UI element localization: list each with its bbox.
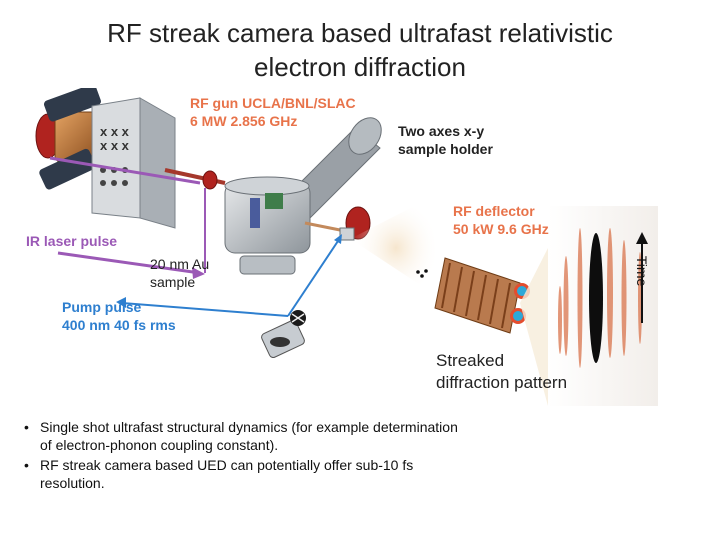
- pump-beam-left: [121, 302, 289, 317]
- beam-bellow: [339, 227, 355, 241]
- sample-holder-label-line-1: Two axes x-y: [398, 123, 485, 139]
- bullet-marker: •: [24, 457, 29, 473]
- sample-label-line-1: 20 nm Au: [150, 256, 210, 272]
- bullet-text-1: Single shot ultrafast structural dynamic…: [40, 419, 458, 453]
- rf-deflector: [434, 257, 530, 334]
- bullet-text-2: RF streak camera based UED can potential…: [40, 457, 414, 491]
- rf-gun-label-line-1: RF gun UCLA/BNL/SLAC: [190, 95, 356, 111]
- streak-fan: [520, 248, 548, 406]
- sample-label-line-2: sample: [150, 274, 196, 290]
- gun-flange: [202, 170, 218, 190]
- ir-arrow-head: [192, 267, 205, 279]
- streaked-pattern-label: Streaked diffraction pattern: [436, 350, 567, 394]
- rf-deflector-label-line-1: RF deflector: [453, 203, 535, 219]
- diffraction-spots: [416, 269, 428, 278]
- pump-pulse-label-line-1: Pump pulse: [62, 299, 142, 315]
- ir-laser-label: IR laser pulse: [26, 233, 118, 249]
- title-line-1: RF streak camera based ultrafast relativ…: [107, 18, 613, 48]
- svg-text:x x x: x x x: [100, 138, 130, 153]
- pump-beam-up: [287, 237, 341, 317]
- pump-pulse-label-line-2: 400 nm 40 fs rms: [62, 317, 176, 333]
- pump-pulse-label: Pump pulse 400 nm 40 fs rms: [62, 298, 176, 334]
- rotating-optic: [290, 310, 306, 326]
- rf-deflector-label: RF deflector 50 kW 9.6 GHz: [453, 202, 549, 238]
- ir-beam-to-sample: [57, 251, 201, 275]
- bullet-item-1: • Single shot ultrafast structural dynam…: [24, 418, 464, 454]
- bullet-marker: •: [24, 419, 29, 435]
- sample-holder-label: Two axes x-y sample holder: [398, 122, 493, 158]
- rf-gun-label-line-2: 6 MW 2.856 GHz: [190, 113, 298, 129]
- rf-gun-label: RF gun UCLA/BNL/SLAC 6 MW 2.856 GHz: [190, 94, 356, 130]
- slide-title: RF streak camera based ultrafast relativ…: [0, 16, 720, 84]
- rf-deflector-label-line-2: 50 kW 9.6 GHz: [453, 221, 549, 237]
- sample-label: 20 nm Au sample: [150, 255, 209, 291]
- sample-chamber: [224, 117, 382, 275]
- bullet-item-2: • RF streak camera based UED can potenti…: [24, 456, 464, 492]
- streaked-pattern-label-line-2: diffraction pattern: [436, 373, 568, 392]
- rf-gun: x x x x x x: [35, 88, 176, 229]
- streaked-pattern-label-line-1: Streaked: [436, 351, 505, 370]
- svg-text:x x x: x x x: [100, 124, 130, 139]
- mirror: [261, 320, 305, 358]
- time-arrow-head: [636, 232, 648, 244]
- title-line-2: electron diffraction: [254, 52, 466, 82]
- time-axis-label: Time: [634, 255, 650, 287]
- sample-holder-label-line-2: sample holder: [398, 141, 493, 157]
- experiment-setup-diagram: x x x x x x: [35, 88, 658, 406]
- pump-arrow-head: [334, 234, 342, 244]
- pump-arrow-left-head: [116, 297, 126, 308]
- bullet-list: • Single shot ultrafast structural dynam…: [24, 418, 464, 494]
- ir-beam-to-gun: [49, 156, 201, 185]
